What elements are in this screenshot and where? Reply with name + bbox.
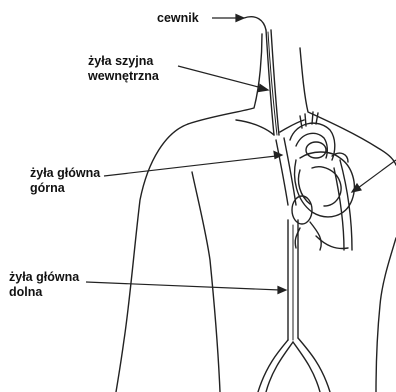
pointer-ivc-arrowhead <box>278 287 286 294</box>
pointer-jugular <box>178 66 262 88</box>
pointer-catheter-arrowhead <box>236 15 244 22</box>
label-jugular-line1: żyła szyjna <box>88 54 153 68</box>
pointer-jugular-arrowhead <box>259 85 269 92</box>
left-shoulder-arm-outline <box>116 124 188 392</box>
label-ivc-line1: żyła główna <box>9 270 79 284</box>
catheter-tip <box>244 17 266 30</box>
neck-outline-right <box>300 48 396 165</box>
neck-outline-left <box>188 34 262 124</box>
pointer-heart <box>358 160 396 188</box>
iliac-left-outer <box>258 340 288 392</box>
jugular-vein-left <box>266 30 274 135</box>
pulmonary-vessel <box>306 142 326 158</box>
pointer-ivc <box>86 282 280 290</box>
subclavian-branch <box>236 120 274 135</box>
label-svc-line1: żyła główna <box>30 166 100 180</box>
pointer-svc <box>104 156 276 176</box>
aortic-arch <box>290 123 335 160</box>
aortic-arch-inner <box>296 133 327 158</box>
left-inner-arm-outline <box>192 172 220 392</box>
great-vessel-2 <box>312 112 318 124</box>
pointer-heart-arrowhead <box>352 184 361 192</box>
label-svc-line2: górna <box>30 181 65 195</box>
label-jugular-line2: wewnętrzna <box>88 69 159 83</box>
label-catheter: cewnik <box>157 11 199 25</box>
iliac-right-outer <box>298 338 330 392</box>
heart-chamber <box>312 167 341 206</box>
label-ivc-line2: dolna <box>9 285 42 299</box>
iliac-right-inner <box>293 342 320 392</box>
right-arm-inner-outline <box>376 238 396 392</box>
